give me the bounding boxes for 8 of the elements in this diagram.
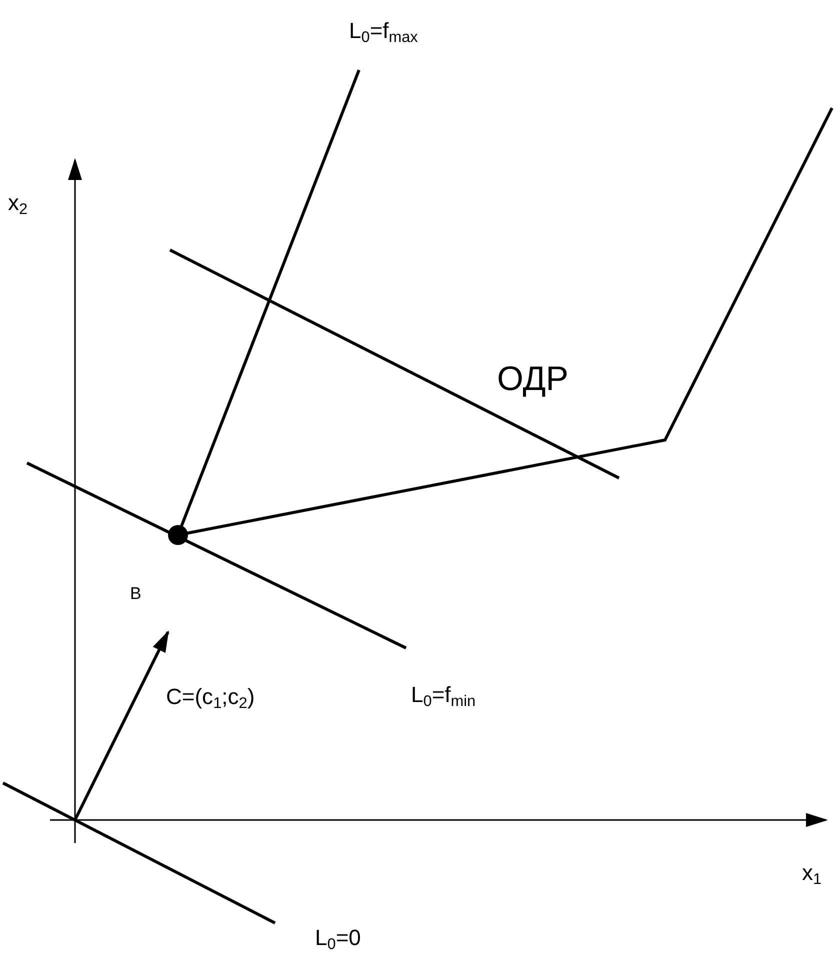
region-label: ОДР [497, 362, 568, 396]
axis-label: x$_{2}$ [8, 192, 28, 218]
line-label: L$_{0}$=0 [315, 927, 361, 952]
line-label: L$_{0}$=f$_{max}$ [349, 20, 418, 46]
point-label: В [130, 585, 142, 602]
vector-label: C=(c$_{1}$;c$_{2}$) [166, 686, 255, 712]
line-label: L$_{0}$=f$_{min}$ [411, 684, 476, 710]
axis-label: x$_{1}$ [802, 862, 822, 888]
